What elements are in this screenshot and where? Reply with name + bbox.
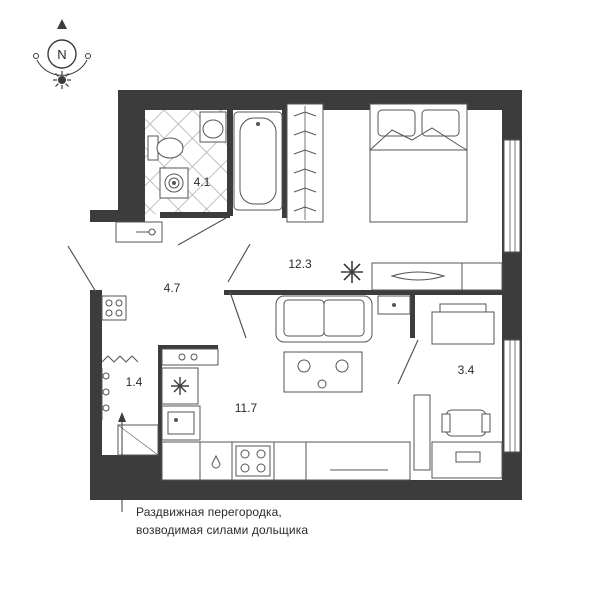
compass: N: [33, 19, 91, 89]
windows: [503, 139, 521, 453]
partitions: [158, 100, 502, 455]
sink-icon: [202, 119, 224, 139]
compass-north-icon: [57, 19, 67, 29]
hall-door: [227, 243, 251, 283]
hall-cabinet: [115, 221, 163, 243]
snowflake-icon: [171, 377, 189, 395]
loggia-door: [397, 339, 419, 385]
loggia-area-label: 3.4: [458, 363, 475, 377]
bedroom-door: [229, 291, 247, 339]
storage-area-label: 1.4: [126, 375, 143, 389]
arrow-up-icon: [118, 412, 126, 422]
sun-icon: [53, 71, 71, 89]
cooktop-icon: [235, 445, 271, 477]
bathroom-door: [177, 217, 227, 246]
sofa-icon: [275, 295, 373, 343]
partition-note-line2: возводимая силами дольщика: [136, 523, 309, 537]
bathroom: 4.1: [147, 111, 283, 246]
bathroom-area-label: 4.1: [194, 175, 211, 189]
cooktop-small-icon: [101, 295, 127, 321]
bed-icon: [369, 103, 468, 223]
washing-machine-icon: [159, 167, 189, 199]
bedroom-area-label: 12.3: [288, 257, 312, 271]
ventilation-icon: [341, 261, 363, 283]
compass-label: N: [57, 47, 66, 62]
loggia: 3.4: [397, 303, 503, 479]
kitchen-living-area-label: 11.7: [235, 401, 258, 415]
wardrobe: [286, 103, 324, 223]
coffee-table-icon: [283, 351, 363, 393]
partition-note-line1: Раздвижная перегородка,: [136, 505, 282, 519]
bedroom-cabinet: [371, 262, 503, 291]
hallway-area-label: 4.7: [164, 281, 181, 295]
toilet-icon: [147, 135, 184, 161]
kitchen: 11.7: [161, 348, 411, 481]
entrance-door: [67, 245, 97, 293]
storage: 1.4: [101, 355, 159, 456]
desk-icon: [431, 311, 495, 345]
chair-icon: [441, 409, 491, 437]
hallway: 4.7: [67, 245, 181, 321]
